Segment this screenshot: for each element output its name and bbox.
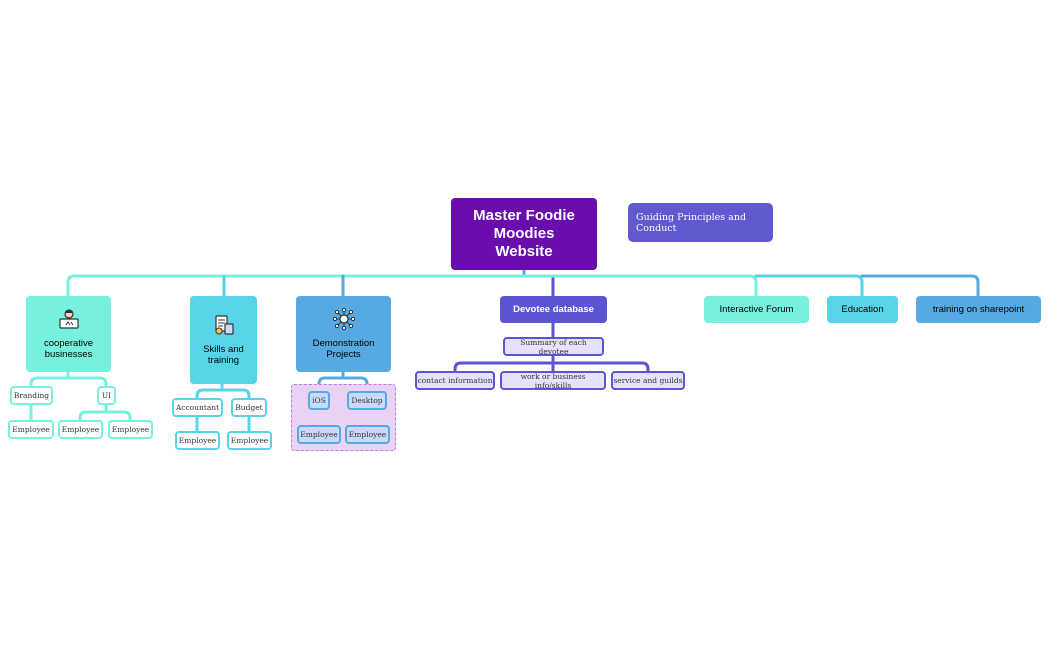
root-line-1: Master Foodie xyxy=(473,207,575,224)
subtopic-ui[interactable]: UI xyxy=(97,386,116,405)
topic-cooperative-businesses-label: cooperative businesses xyxy=(43,338,94,360)
topic-training-on-sharepoint[interactable]: training on sharepoint xyxy=(916,296,1041,323)
topic-training-on-sharepoint-label: training on sharepoint xyxy=(932,304,1025,315)
connector-devotee-children xyxy=(453,354,650,373)
subtopic-service-and-guilds[interactable]: service and guilds xyxy=(611,371,685,390)
subtopic-budget[interactable]: Budget xyxy=(231,398,267,417)
subtopic-accountant-label: Accountant xyxy=(175,403,220,412)
person-laptop-icon xyxy=(58,309,79,329)
topic-devotee-database-label: Devotee database xyxy=(513,304,594,315)
subtopic-desktop-employee[interactable]: Employee xyxy=(345,425,390,444)
subtopic-ios-employee-label: Employee xyxy=(300,430,338,439)
subtopic-contact-information[interactable]: contact information xyxy=(415,371,495,390)
network-hub-icon xyxy=(332,308,355,330)
documents-calculator-icon xyxy=(214,315,234,335)
subtopic-ios-label: iOS xyxy=(312,396,326,405)
subtopic-desktop-employee-label: Employee xyxy=(348,430,387,439)
subtopic-contact-information-label: contact information xyxy=(417,376,493,385)
subtopic-accountant[interactable]: Accountant xyxy=(172,398,223,417)
topic-skills-and-training[interactable]: Skills and training xyxy=(190,296,257,384)
subtopic-branding-label: Branding xyxy=(13,391,50,400)
subtopic-ios-employee[interactable]: Employee xyxy=(297,425,341,444)
topic-cooperative-businesses[interactable]: cooperative businesses xyxy=(26,296,111,372)
topic-skills-and-training-label: Skills and training xyxy=(203,344,244,366)
connector-demo-children xyxy=(317,370,369,393)
subtopic-ui-employee-1[interactable]: Employee xyxy=(58,420,103,439)
subtopic-summary-of-each-devotee[interactable]: Summary of each devotee xyxy=(503,337,604,356)
subtopic-work-or-business-info[interactable]: work or business info/skills xyxy=(500,371,606,390)
topic-interactive-forum-label: Interactive Forum xyxy=(719,304,794,315)
topic-demonstration-projects[interactable]: Demonstration Projects xyxy=(296,296,391,372)
subtopic-desktop[interactable]: Desktop xyxy=(347,391,387,410)
subtopic-ui-employee-1-label: Employee xyxy=(61,425,100,434)
subtopic-summary-label: Summary of each devotee xyxy=(520,337,587,356)
subtopic-ui-employee-2[interactable]: Employee xyxy=(108,420,153,439)
subtopic-budget-employee[interactable]: Employee xyxy=(227,431,272,450)
guiding-principles-label: Guiding Principles and Conduct xyxy=(636,211,747,234)
root-line-3: Website xyxy=(495,243,553,260)
subtopic-ui-label: UI xyxy=(101,391,112,400)
subtopic-branding[interactable]: Branding xyxy=(10,386,53,405)
root-line-2: Moodies xyxy=(493,225,555,242)
subtopic-accountant-employee[interactable]: Employee xyxy=(175,431,220,450)
topic-devotee-database[interactable]: Devotee database xyxy=(500,296,607,323)
topic-demonstration-projects-label: Demonstration Projects xyxy=(312,338,375,360)
subtopic-work-or-business-info-label: work or business info/skills xyxy=(520,371,586,390)
root-topic[interactable]: Master Foodie Moodies Website xyxy=(451,198,597,270)
subtopic-desktop-label: Desktop xyxy=(351,396,383,405)
guiding-principles-topic[interactable]: Guiding Principles and Conduct xyxy=(628,203,773,242)
connector-skills-children xyxy=(195,382,251,400)
subtopic-branding-employee-label: Employee xyxy=(12,425,50,434)
connector-sharepoint xyxy=(860,274,980,298)
connector-coop-children xyxy=(29,370,108,388)
subtopic-budget-employee-label: Employee xyxy=(230,436,269,445)
subtopic-service-and-guilds-label: service and guilds xyxy=(613,376,683,385)
topic-interactive-forum[interactable]: Interactive Forum xyxy=(704,296,809,323)
connector-ui-emps xyxy=(78,403,132,422)
subtopic-ios[interactable]: iOS xyxy=(308,391,330,410)
subtopic-branding-employee[interactable]: Employee xyxy=(8,420,54,439)
connector-forum xyxy=(522,274,758,298)
connector-education xyxy=(754,274,864,298)
connector-coop xyxy=(66,274,526,298)
subtopic-ui-employee-2-label: Employee xyxy=(111,425,150,434)
subtopic-accountant-employee-label: Employee xyxy=(178,436,217,445)
subtopic-budget-label: Budget xyxy=(235,403,263,412)
topic-education[interactable]: Education xyxy=(827,296,898,323)
topic-education-label: Education xyxy=(841,304,884,315)
